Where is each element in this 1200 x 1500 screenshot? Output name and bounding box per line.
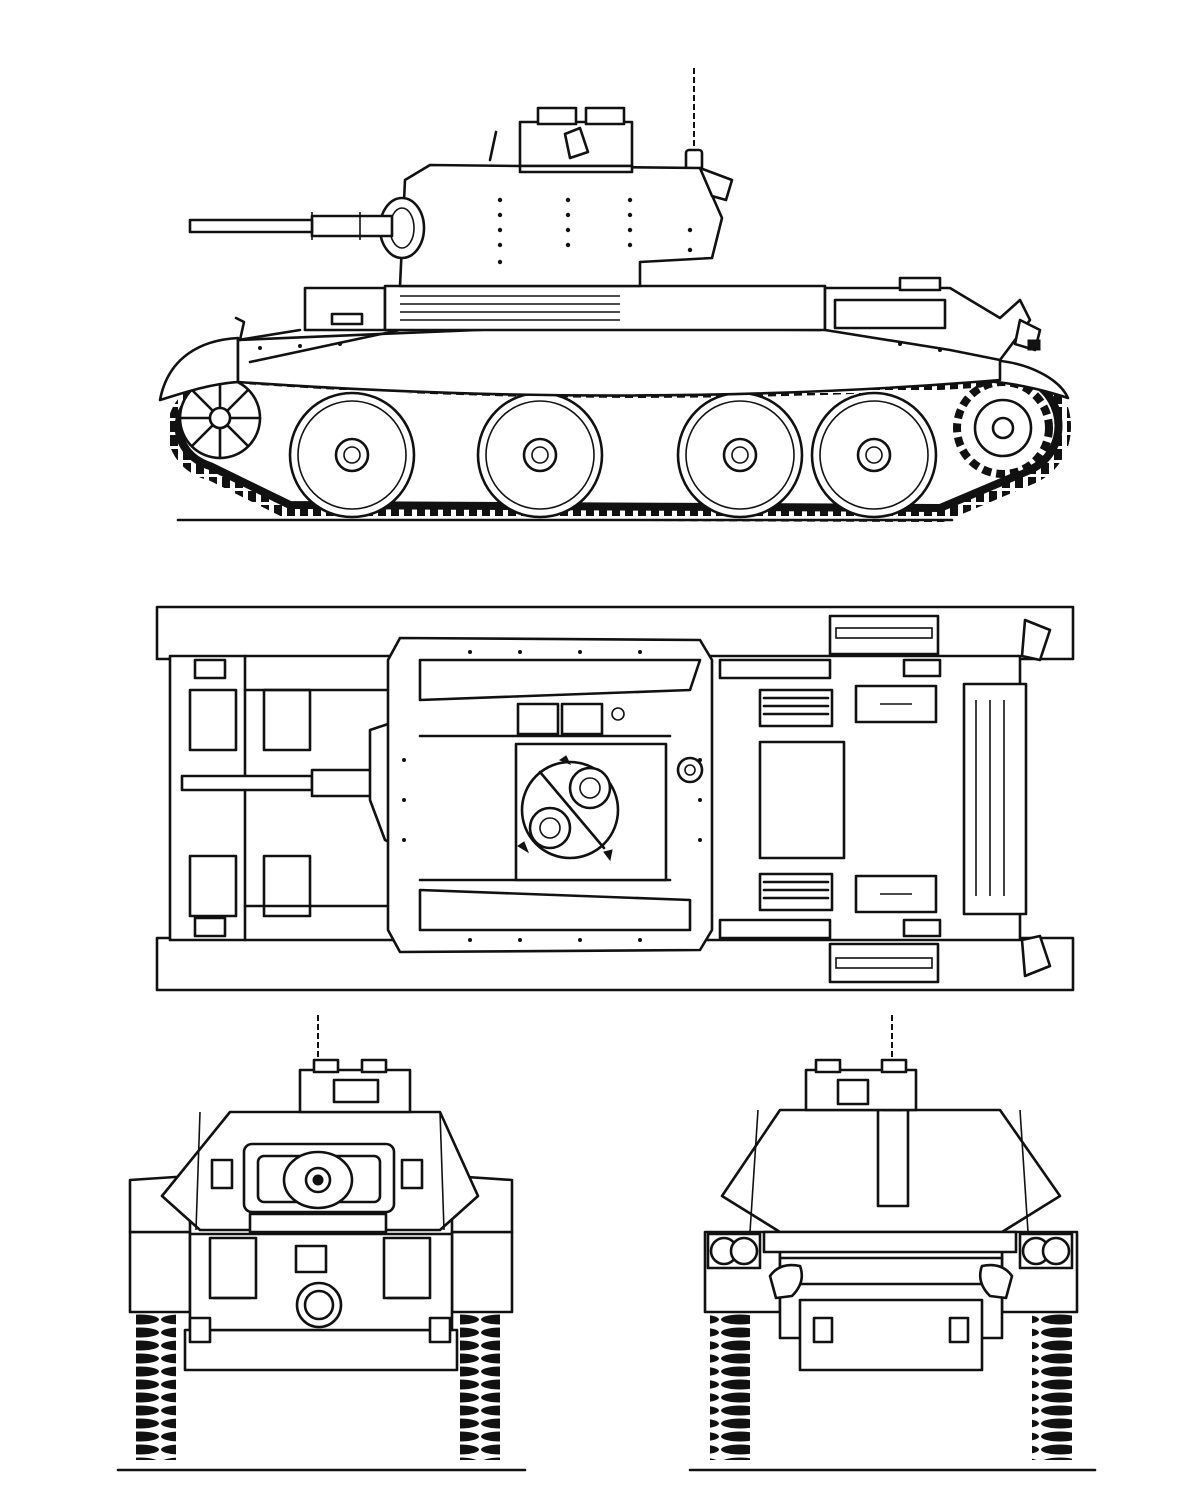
front-view <box>116 1015 527 1472</box>
road-wheel <box>810 391 938 519</box>
rear-deck <box>962 682 1028 916</box>
turret-rivets <box>497 197 693 265</box>
drive-sprocket <box>953 378 1053 478</box>
aerial-mount <box>488 130 498 162</box>
main-gun <box>188 212 394 240</box>
turret-top-rivets <box>402 650 702 942</box>
tow-hook-right <box>978 1263 1014 1300</box>
hull-side <box>236 322 1002 397</box>
road-wheel <box>676 391 804 519</box>
rear-mudguard <box>988 358 1070 400</box>
turret-bustle <box>698 166 734 202</box>
track-tread <box>167 369 1071 523</box>
road-wheel <box>476 391 604 519</box>
suspension-right <box>460 1300 500 1460</box>
suspension-left <box>136 1300 176 1460</box>
top-view <box>155 605 1075 992</box>
suspension-left <box>710 1300 750 1460</box>
vent-top <box>676 756 704 784</box>
road-wheel <box>288 391 416 519</box>
tail-light-right <box>1018 1232 1074 1270</box>
radiator-grille <box>758 688 834 728</box>
rear-view <box>688 1015 1097 1472</box>
radiator-grille <box>758 872 834 912</box>
tow-hook-left <box>768 1263 804 1300</box>
gun-mantlet-front <box>242 1142 396 1214</box>
tail-light-left <box>706 1232 762 1270</box>
idler-wheel <box>178 376 262 460</box>
superstructure <box>383 284 827 332</box>
suspension-right <box>1032 1300 1072 1460</box>
cupola-top <box>514 742 668 882</box>
rear-stack <box>876 1108 910 1208</box>
commander-cupola <box>518 106 634 174</box>
turret <box>398 163 724 288</box>
front-mudguard <box>158 336 240 402</box>
side-view <box>158 68 1071 523</box>
